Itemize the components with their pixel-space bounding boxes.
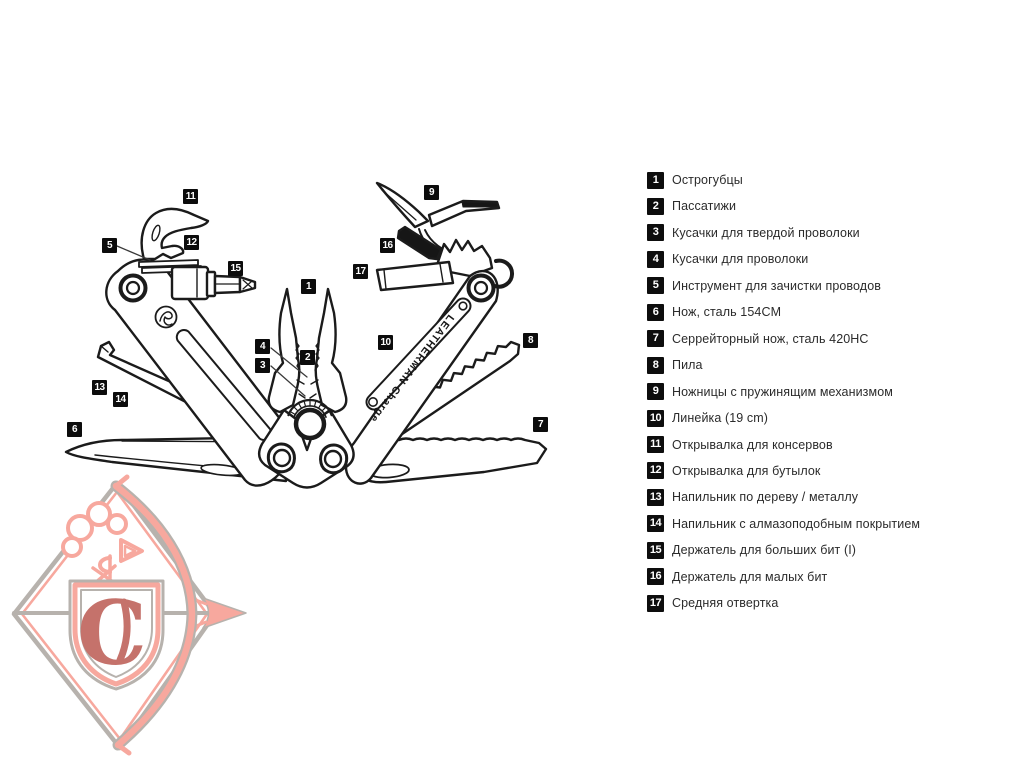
legend-label: Инструмент для зачистки проводов <box>672 278 881 293</box>
diagram-tag-11: 11 <box>183 189 198 204</box>
legend-row-15: 15 Держатель для больших бит (I) <box>647 537 856 563</box>
legend-label: Острогубцы <box>672 173 743 187</box>
legend-label: Напильник по дереву / металлу <box>672 490 859 505</box>
brand-oval <box>154 305 178 329</box>
legend-label: Держатель для больших бит (I) <box>672 543 857 558</box>
legend-label: Ножницы с пружинящим механизмом <box>672 384 893 399</box>
diagram-tag-12: 12 <box>184 235 199 250</box>
legend-label: Средняя отвертка <box>672 596 779 611</box>
legend-row-12: 12 Открывалка для бутылок <box>647 458 821 484</box>
legend-number-badge: 13 <box>647 488 664 506</box>
diagram-tag-6: 6 <box>67 422 82 437</box>
pliers-pivot <box>293 407 327 441</box>
watermark-logo: C <box>11 474 247 756</box>
legend-label: Линейка (19 cm) <box>672 411 769 426</box>
logo-letter: C <box>77 581 147 685</box>
legend-label: Пассатижи <box>672 199 737 214</box>
legend-label: Нож, сталь 154CM <box>672 305 782 320</box>
legend-row-14: 14 Напильник с алмазоподобным покрытием <box>647 511 920 537</box>
legend-row-10: 10 Линейка (19 cm) <box>647 405 768 431</box>
left-pivot-hole <box>125 280 141 296</box>
legend-row-4: 4 Кусачки для проволоки <box>647 246 808 272</box>
legend-number-badge: 15 <box>647 541 664 559</box>
lanyard-hook <box>493 258 515 289</box>
legend-label: Пила <box>672 358 703 373</box>
legend-number-badge: 3 <box>647 224 664 242</box>
jaw-serration <box>314 341 320 371</box>
right-handle-slot <box>365 297 472 411</box>
diagram-tag-10: 10 <box>378 335 393 350</box>
legend-row-17: 17 Средняя отвертка <box>647 590 778 616</box>
diagram-tag-9: 9 <box>424 185 439 200</box>
diagram-tag-7: 7 <box>533 417 548 432</box>
legend-number-badge: 17 <box>647 594 664 612</box>
legend-number-badge: 16 <box>647 568 664 586</box>
legend-row-13: 13 Напильник по дереву / металлу <box>647 484 858 510</box>
legend-row-11: 11 Открывалка для консервов <box>647 432 833 458</box>
medium-screwdriver <box>375 260 455 292</box>
legend-number-badge: 7 <box>647 330 664 348</box>
pliers-chassis <box>257 408 355 489</box>
legend-row-1: 1 Острогубцы <box>647 167 743 193</box>
legend-number-badge: 5 <box>647 277 664 295</box>
legend-row-8: 8 Пила <box>647 352 703 378</box>
diagram-tag-17: 17 <box>353 264 368 279</box>
legend-label: Открывалка для бутылок <box>672 463 821 478</box>
diagram-tag-14: 14 <box>113 392 128 407</box>
pliers-jaws <box>267 287 348 414</box>
large-bit-holder <box>170 265 257 301</box>
lanyard-hole-right <box>323 449 343 469</box>
small-bit <box>396 225 443 261</box>
legend-number-badge: 1 <box>647 171 664 189</box>
legend-row-7: 7 Серрейторный нож, сталь 420HC <box>647 326 869 352</box>
left-handle <box>105 258 299 487</box>
legend-row-5: 5 Инструмент для зачистки проводов <box>647 273 881 299</box>
diagram-tag-5: 5 <box>102 238 117 253</box>
legend-number-badge: 6 <box>647 303 664 321</box>
legend-row-3: 3 Кусачки для твердой проволоки <box>647 220 860 246</box>
legend-row-6: 6 Нож, сталь 154CM <box>647 299 781 325</box>
diagram-tag-2: 2 <box>300 350 315 365</box>
logo-plume <box>61 501 144 586</box>
legend-number-badge: 2 <box>647 197 664 215</box>
scissors <box>375 181 501 258</box>
legend-number-badge: 10 <box>647 409 664 427</box>
legend-number-badge: 12 <box>647 462 664 480</box>
pliers-spring <box>287 398 333 418</box>
can-opener <box>140 207 210 261</box>
legend-number-badge: 8 <box>647 356 664 374</box>
jaw-serration <box>295 341 301 371</box>
lanyard-hole-left <box>272 448 292 468</box>
legend-label: Кусачки для твердой проволоки <box>672 225 860 240</box>
leader-lines <box>116 245 308 397</box>
legend-label: Серрейторный нож, сталь 420HC <box>672 331 869 346</box>
logo-bow <box>110 474 198 756</box>
legend-number-badge: 14 <box>647 515 664 533</box>
legend-number-badge: 4 <box>647 250 664 268</box>
rivet <box>458 301 468 311</box>
legend-number-badge: 9 <box>647 383 664 401</box>
diagram-tag-13: 13 <box>92 380 107 395</box>
legend-row-16: 16 Держатель для малых бит <box>647 564 827 590</box>
legend-label: Держатель для малых бит <box>672 569 828 584</box>
diagram-tag-1: 1 <box>301 279 316 294</box>
diagram-tag-15: 15 <box>228 261 243 276</box>
diagram-tag-16: 16 <box>380 238 395 253</box>
right-pivot-hole <box>473 280 489 296</box>
rivet <box>367 396 378 407</box>
legend-number-badge: 11 <box>647 436 664 453</box>
legend-label: Открывалка для консервов <box>672 437 833 452</box>
diagram-tag-4: 4 <box>255 339 270 354</box>
logo-shield <box>68 579 165 691</box>
legend-row-2: 2 Пассатижи <box>647 193 736 219</box>
legend-label: Напильник с алмазоподобным покрытием <box>672 516 921 531</box>
wire-cutters <box>296 379 319 399</box>
diagram-tag-8: 8 <box>523 333 538 348</box>
svg-text:C: C <box>77 581 147 685</box>
diagram-tag-3: 3 <box>255 358 270 373</box>
legend-label: Кусачки для проволоки <box>672 252 809 267</box>
legend-row-9: 9 Ножницы с пружинящим механизмом <box>647 379 893 405</box>
